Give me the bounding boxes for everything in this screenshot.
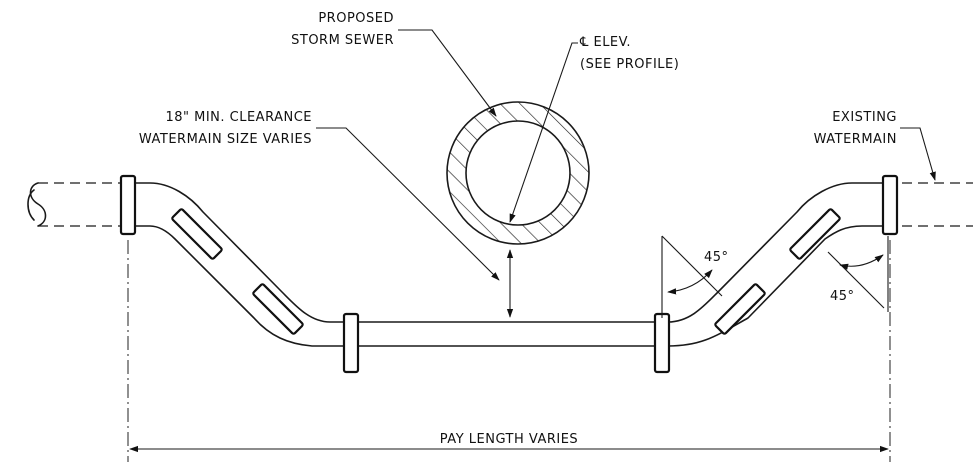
label-pay-length: PAY LENGTH VARIES — [440, 432, 578, 447]
flange-4 — [342, 312, 360, 374]
angle-45-right-construction — [827, 236, 889, 312]
flange-8 — [881, 174, 899, 236]
existing-watermain-left — [27, 182, 122, 227]
label-angle-45-right: 45° — [830, 289, 855, 304]
label-existing: EXISTING — [832, 110, 897, 125]
elevation-leader — [509, 42, 578, 223]
label-proposed: PROPOSED — [318, 11, 394, 26]
flange-3 — [252, 283, 304, 335]
label-storm-sewer: STORM SEWER — [291, 33, 394, 48]
label-watermain-size: WATERMAIN SIZE VARIES — [139, 132, 312, 147]
label-cl-elev: ℄ ELEV. — [579, 35, 631, 50]
label-see-profile: (SEE PROFILE) — [580, 57, 679, 72]
flange-5 — [653, 312, 671, 374]
watermain-pipe — [119, 174, 899, 374]
angle-45-left-construction — [661, 235, 723, 318]
clearance-leader — [316, 127, 500, 281]
label-min-clearance: 18" MIN. CLEARANCE — [165, 110, 312, 125]
flange-1 — [119, 174, 137, 236]
break-line-symbol — [29, 182, 47, 227]
flange-7 — [789, 208, 841, 260]
label-watermain: WATERMAIN — [814, 132, 897, 147]
storm-sewer-pipe — [446, 101, 590, 245]
flange-2 — [171, 208, 223, 260]
flange-6 — [714, 283, 766, 335]
existing-watermain-leader — [900, 127, 936, 181]
storm-sewer-leader — [398, 29, 497, 117]
existing-watermain-right — [902, 182, 973, 227]
label-angle-45-left: 45° — [704, 250, 729, 265]
